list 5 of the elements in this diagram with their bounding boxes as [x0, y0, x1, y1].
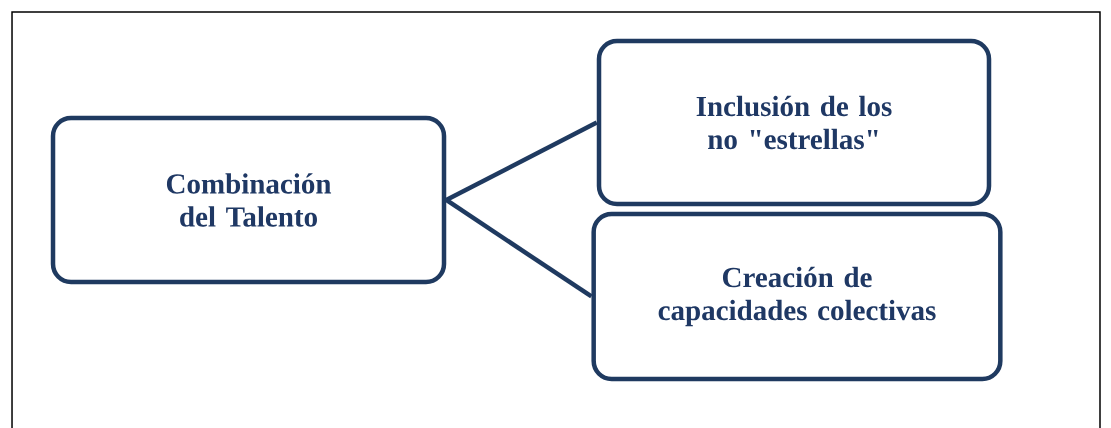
text-box: Inclusión de los no "estrellas" — [596, 38, 992, 207]
text-box: Combinación del Talento — [50, 115, 447, 285]
connector-line — [445, 198, 593, 299]
connector-line — [445, 120, 598, 202]
text-box: Creación de capacidades colectivas — [591, 211, 1003, 382]
